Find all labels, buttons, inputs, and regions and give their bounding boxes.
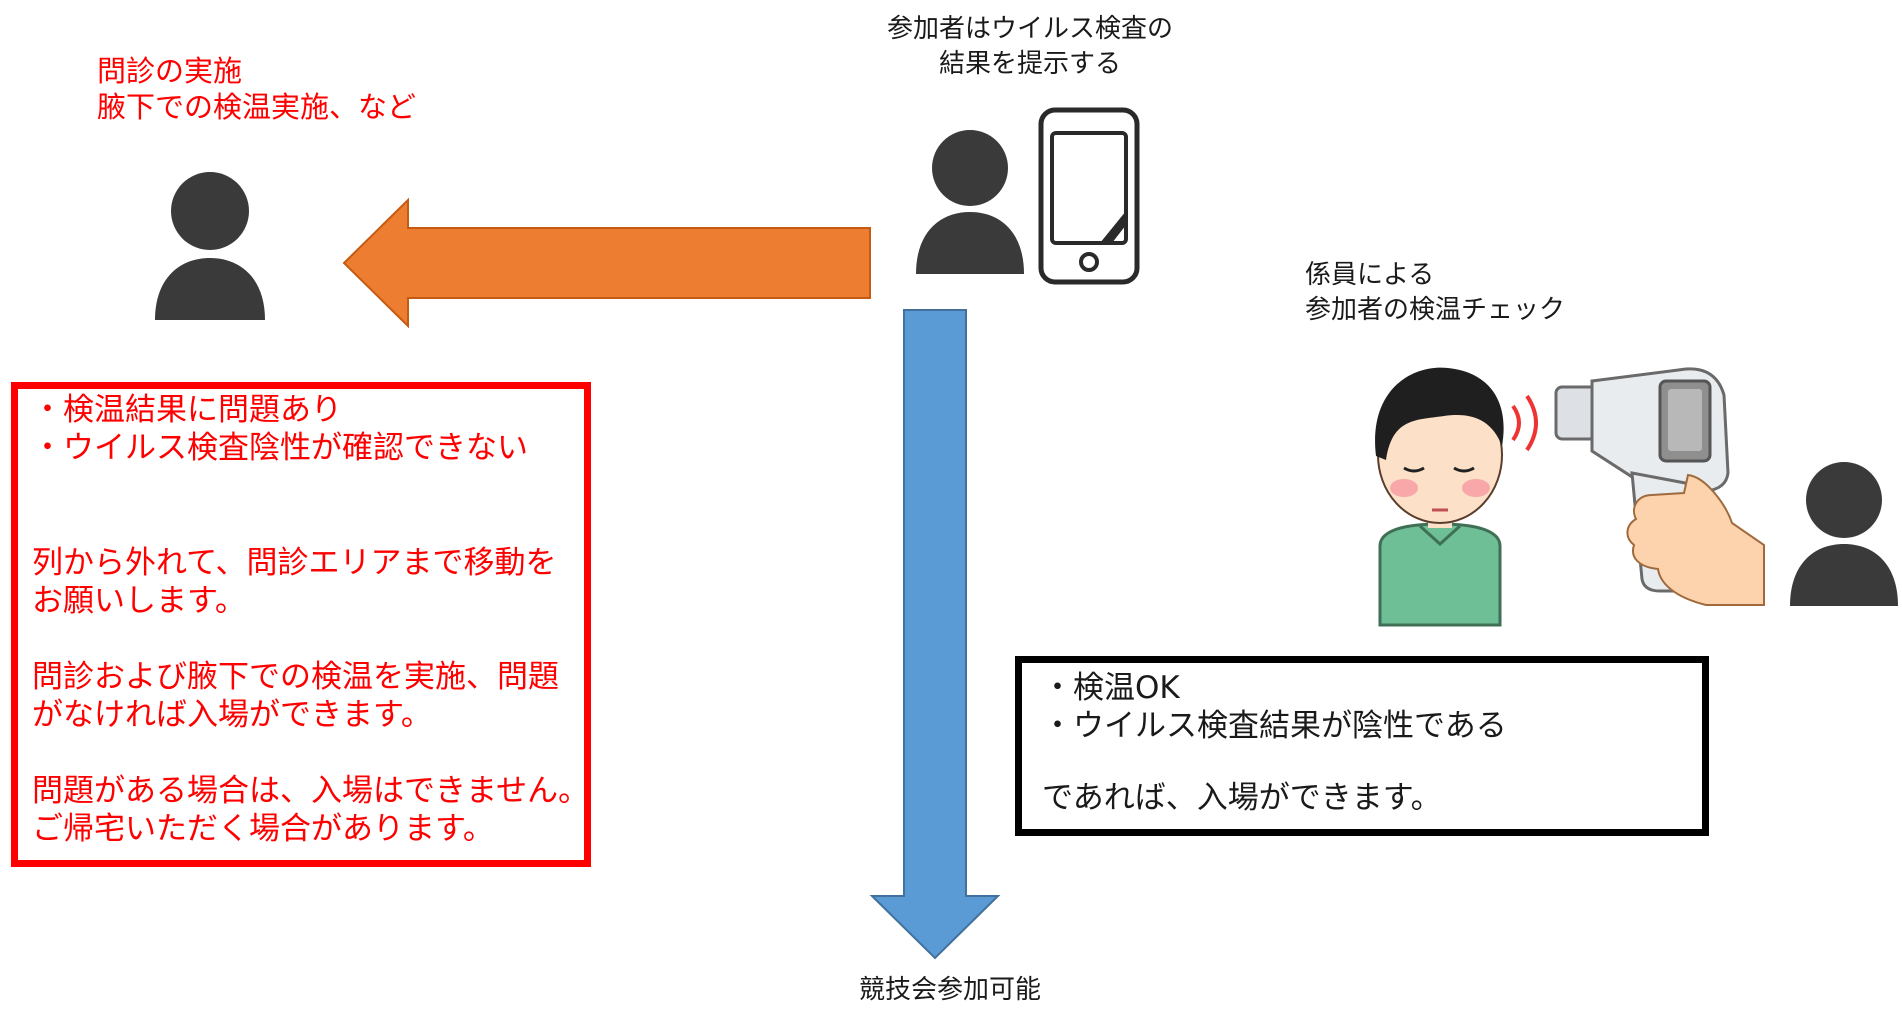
- exam-label-line1: 問診の実施: [97, 54, 243, 88]
- problem-item-1: ・検温結果に問題あり: [32, 392, 342, 428]
- orange-arrow-left: [342, 197, 871, 329]
- presenter-label-line1: 参加者はウイルス検査の: [886, 14, 1173, 44]
- smartphone-icon: [1038, 107, 1140, 285]
- staff-label: 係員による 参加者の検温チェック: [1305, 258, 1565, 328]
- staff-label-line2: 参加者の検温チェック: [1305, 295, 1566, 325]
- presenter-label: 参加者はウイルス検査の 結果を提示する: [860, 12, 1200, 82]
- presenter-label-line2: 結果を提示する: [938, 49, 1121, 79]
- ok-item-2: ・ウイルス検査結果が陰性である: [1042, 708, 1507, 744]
- ok-conclusion: であれば、入場ができます。: [1042, 780, 1442, 816]
- ok-item-1: ・検温OK: [1042, 670, 1180, 706]
- exam-label-line2: 腋下での検温実施、など: [97, 90, 417, 124]
- participation-label: 競技会参加可能: [858, 975, 1041, 1005]
- instruction-paragraph-1: 列から外れて、問診エリアまで移動を お願いします。: [32, 545, 557, 619]
- signal-waves-icon: [1511, 394, 1538, 452]
- exam-label: 問診の実施 腋下での検温実施、など: [97, 53, 416, 125]
- person-icon-right: [1790, 462, 1898, 606]
- person-icon-center: [916, 130, 1024, 274]
- person-being-checked-illustration: [1375, 367, 1504, 627]
- ok-conditions: ・検温OK ・ウイルス検査結果が陰性である: [1042, 669, 1507, 745]
- instruction-paragraph-3: 問題がある場合は、入場はできません。 ご帰宅いただく場合があります。: [32, 773, 590, 847]
- problem-box: ・検温結果に問題あり ・ウイルス検査陰性が確認できない 列から外れて、問診エリア…: [11, 382, 591, 867]
- infrared-thermometer-icon: [1554, 367, 1765, 606]
- problem-instructions: 列から外れて、問診エリアまで移動を お願いします。 問診および腋下での検温を実施…: [32, 544, 589, 848]
- staff-label-line1: 係員による: [1305, 260, 1435, 290]
- ok-box: ・検温OK ・ウイルス検査結果が陰性である であれば、入場ができます。: [1015, 656, 1709, 836]
- instruction-paragraph-2: 問診および腋下での検温を実施、問題 がなければ入場ができます。: [32, 659, 559, 733]
- problem-conditions: ・検温結果に問題あり ・ウイルス検査陰性が確認できない: [32, 391, 528, 467]
- blue-arrow-down: [869, 309, 1001, 960]
- problem-item-2: ・ウイルス検査陰性が確認できない: [32, 430, 528, 466]
- person-icon: [155, 172, 265, 320]
